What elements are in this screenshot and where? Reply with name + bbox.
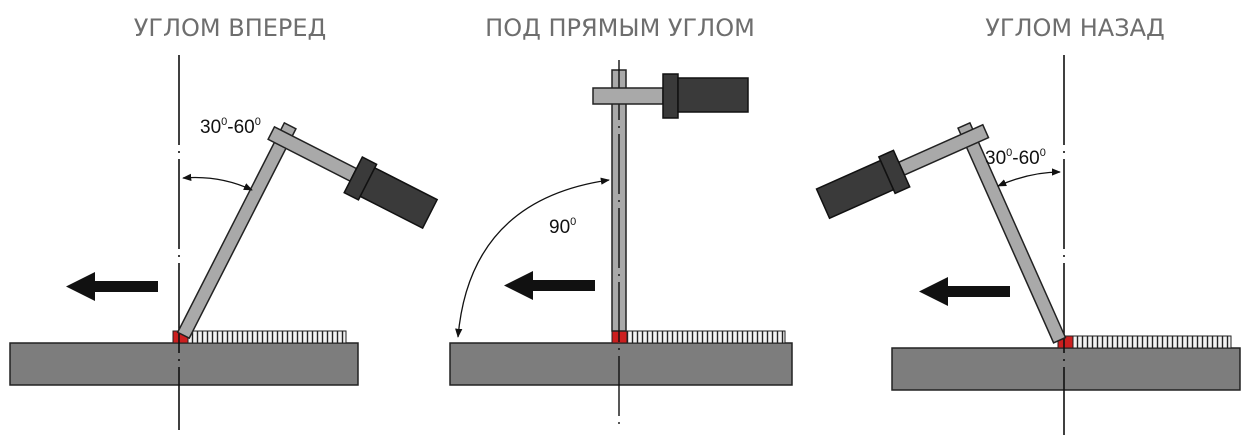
contact-tube: [957, 121, 1067, 344]
panel-right-angle: 900: [449, 60, 793, 430]
holder-crossbar: [592, 87, 664, 105]
direction-arrow-left: [66, 272, 158, 301]
angle-label-backward: 300-600: [985, 147, 1046, 169]
torch-handle: [815, 159, 895, 220]
weld-bead: [1072, 335, 1232, 349]
angle-label-forward: 300-600: [200, 116, 261, 138]
title-right-angle: ПОД ПРЯМЫМ УГЛОМ: [485, 14, 755, 42]
torch-handle: [677, 77, 749, 113]
torch-handle-collar: [662, 73, 679, 119]
angle-arc: [455, 177, 610, 338]
direction-arrow-left: [919, 277, 1010, 306]
base-plate: [449, 342, 793, 386]
direction-arrow-left: [504, 271, 595, 300]
panel-backward: 300-600: [815, 55, 1241, 435]
angle-arc: [997, 168, 1061, 187]
torch: [176, 121, 439, 340]
torch-handle: [359, 166, 439, 230]
torch: [815, 121, 1067, 344]
weld-bead: [626, 330, 786, 344]
angle-arc: [182, 173, 253, 191]
title-forward-angle: УГЛОМ ВПЕРЕД: [133, 14, 327, 42]
base-plate: [9, 342, 359, 386]
contact-tube: [176, 121, 297, 340]
base-plate: [891, 347, 1241, 391]
angle-label-right: 900: [549, 216, 576, 238]
title-backward-angle: УГЛОМ НАЗАД: [985, 14, 1165, 42]
weld-bead: [187, 330, 347, 344]
panel-forward: 300-600: [9, 55, 439, 430]
